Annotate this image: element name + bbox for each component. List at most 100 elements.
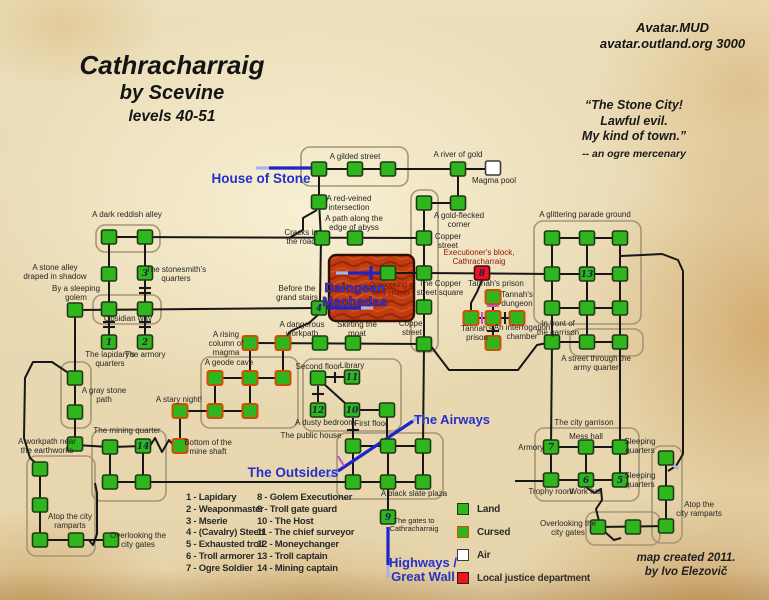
map-label: Obsidian way xyxy=(104,314,152,323)
map-node-cursed xyxy=(206,403,224,419)
map-label-line: city gates xyxy=(551,528,585,537)
map-label: Trophy room xyxy=(528,487,573,496)
map-label-line: Sleeping xyxy=(624,471,655,480)
road xyxy=(550,341,553,448)
legend-label: Cursed xyxy=(477,526,511,538)
map-label: Work hall xyxy=(569,487,602,496)
map-label-line: Copper xyxy=(399,319,426,328)
map-node-land xyxy=(309,370,327,386)
map-node-land xyxy=(31,497,49,513)
map-label-line: A dangerous xyxy=(280,320,325,329)
map-node-land xyxy=(379,474,397,490)
map-label-line: A gilded street xyxy=(330,152,381,161)
map-label-line: Bottom of the xyxy=(184,438,232,447)
map-label-line: Tannah's xyxy=(501,290,533,299)
map-label-line: The Copper xyxy=(419,279,462,288)
road xyxy=(470,279,483,311)
map-label-line: Skirting the xyxy=(337,320,378,329)
map-label-line: Copper xyxy=(435,232,462,241)
map-label-line: Library xyxy=(340,361,364,370)
node-number: 7 xyxy=(548,443,555,453)
node-number: 5 xyxy=(617,476,623,486)
map-label-line: city ramparts xyxy=(676,509,722,518)
map-node-land xyxy=(657,450,675,466)
map-label-line: A geode cave xyxy=(205,358,254,367)
road xyxy=(284,313,320,339)
map-node-land xyxy=(343,402,361,418)
map-node-land xyxy=(378,402,396,418)
map-label-line: Atop the city xyxy=(48,512,92,521)
map-node-cursed xyxy=(241,370,259,386)
map-node-land xyxy=(611,266,629,282)
map-node-land xyxy=(577,439,595,455)
map-node-land xyxy=(449,161,467,177)
map-label-line: The public house xyxy=(281,431,342,440)
map-node-land xyxy=(657,485,675,501)
legend-row-justice: Local justice department xyxy=(457,572,590,584)
map-label-line: Great Wall xyxy=(391,569,455,584)
map-node-land xyxy=(311,335,329,351)
legend-label: Local justice department xyxy=(477,572,591,584)
map-node-land xyxy=(100,334,118,350)
map-label: Tannah's prison xyxy=(468,279,524,288)
map-label: The city garrison xyxy=(554,418,613,427)
map-label-line: The armory xyxy=(125,350,166,359)
map-title: Cathracharraig by Scevine levels 40-51 xyxy=(57,50,287,128)
map-label: Executioner's block,Cathracharraig xyxy=(444,248,515,266)
map-label-line: city gates xyxy=(121,540,155,549)
map-label-line: A dark reddish alley xyxy=(92,210,162,219)
region-outline xyxy=(26,455,96,557)
map-node-land xyxy=(66,404,84,420)
map-label: House of Stone xyxy=(211,171,310,186)
map-node-land xyxy=(542,439,560,455)
map-node-air xyxy=(484,160,502,176)
map-label: First floor xyxy=(354,419,388,428)
node-number: 14 xyxy=(137,442,150,452)
road xyxy=(323,383,347,405)
map-label: A dark reddish alley xyxy=(92,210,162,219)
map-label: A dusty bedroom xyxy=(295,418,355,427)
map-label-line: A gold-flecked xyxy=(434,211,484,220)
map-node-cursed xyxy=(484,335,502,351)
map-node-land xyxy=(310,161,328,177)
map-label-line: A river of gold xyxy=(434,150,483,159)
map-label-line: Machadae xyxy=(322,294,387,309)
map-label-line: street xyxy=(438,241,459,250)
key-item: 1 - Lapidary xyxy=(186,492,237,503)
map-node-land xyxy=(542,472,560,488)
map-label-line: army quarter xyxy=(573,363,619,372)
map-node-land xyxy=(313,230,331,246)
map-title-levels: levels 40-51 xyxy=(128,108,216,125)
node-number: 6 xyxy=(583,476,590,486)
map-node-land xyxy=(578,300,596,316)
node-number: 11 xyxy=(346,373,359,383)
map-node-land xyxy=(379,438,397,454)
map-label-line: Cathracharraig xyxy=(453,257,506,266)
node-number: 4 xyxy=(316,304,322,314)
map-node-land xyxy=(101,439,119,455)
map-label-line: quarters xyxy=(161,274,190,283)
map-label-line: Tannah's prison xyxy=(468,279,524,288)
map-node-land xyxy=(101,474,119,490)
node-number: 13 xyxy=(581,270,594,280)
legend-row-cursed: Cursed xyxy=(457,526,590,538)
map-node-land xyxy=(415,336,433,352)
map-label-line: An interrogation xyxy=(494,323,550,332)
map-label: The mining quarter xyxy=(93,426,160,435)
map-node-land xyxy=(136,301,154,317)
map-label-line: corner xyxy=(448,220,471,229)
map-node-land xyxy=(100,266,118,282)
map-node-cursed xyxy=(462,310,480,326)
map-label-line: intersection xyxy=(329,203,370,212)
map-node-land xyxy=(309,402,327,418)
key-item: 7 - Ogre Soldier xyxy=(186,562,253,574)
map-node-land xyxy=(343,369,361,385)
